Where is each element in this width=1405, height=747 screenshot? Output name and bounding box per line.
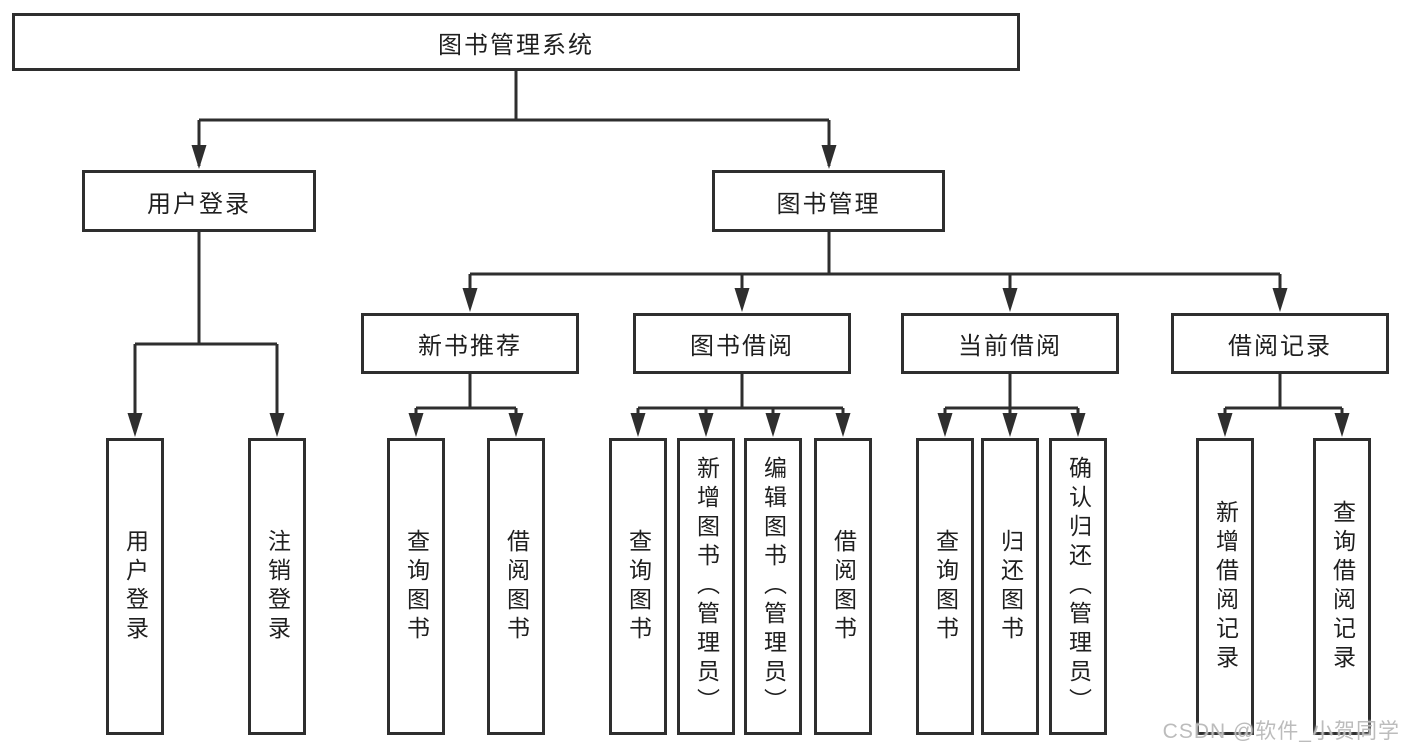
node-leaf-query-book-borrowing: 查询图书 bbox=[609, 438, 667, 735]
node-leaf-user-login-label: 用户登录 bbox=[122, 528, 149, 645]
node-leaf-user-login: 用户登录 bbox=[106, 438, 164, 735]
node-leaf-return-book: 归还图书 bbox=[981, 438, 1039, 735]
node-leaf-query-book-current-label: 查询图书 bbox=[932, 528, 959, 645]
node-leaf-query-borrow-record: 查询借阅记录 bbox=[1313, 438, 1371, 735]
node-book-borrowing: 图书借阅 bbox=[633, 313, 851, 374]
node-current-borrowing: 当前借阅 bbox=[901, 313, 1119, 374]
connector-book-management-children bbox=[462, 232, 1288, 312]
node-system-label: 图书管理系统 bbox=[438, 31, 594, 59]
node-leaf-borrow-book-borrowing-label: 借阅图书 bbox=[830, 528, 857, 645]
node-leaf-query-book-recommend-label: 查询图书 bbox=[403, 528, 430, 645]
node-new-book-recommend: 新书推荐 bbox=[361, 313, 579, 374]
node-leaf-return-book-label: 归还图书 bbox=[997, 528, 1024, 645]
node-system: 图书管理系统 bbox=[12, 13, 1020, 71]
node-borrowing-records: 借阅记录 bbox=[1171, 313, 1389, 374]
node-leaf-confirm-return-admin-label: 确认归还（管理员） bbox=[1065, 456, 1092, 717]
node-leaf-query-borrow-record-label: 查询借阅记录 bbox=[1329, 499, 1356, 674]
node-leaf-add-book-admin: 新增图书（管理员） bbox=[677, 438, 735, 735]
connector-borrowing-records-children bbox=[1217, 374, 1350, 437]
connector-current-borrowing-children bbox=[937, 374, 1086, 437]
node-user-login-label: 用户登录 bbox=[147, 190, 251, 218]
csdn-watermark: CSDN @软件_小贺同学 bbox=[1162, 720, 1400, 743]
node-leaf-logout-label: 注销登录 bbox=[264, 528, 291, 645]
node-leaf-logout: 注销登录 bbox=[248, 438, 306, 735]
node-leaf-edit-book-admin: 编辑图书（管理员） bbox=[744, 438, 802, 735]
node-leaf-add-borrow-record-label: 新增借阅记录 bbox=[1212, 499, 1239, 674]
node-leaf-borrow-book-borrowing: 借阅图书 bbox=[814, 438, 872, 735]
node-leaf-add-borrow-record: 新增借阅记录 bbox=[1196, 438, 1254, 735]
node-user-login: 用户登录 bbox=[82, 170, 316, 232]
node-leaf-query-book-current: 查询图书 bbox=[916, 438, 974, 735]
node-book-borrowing-label: 图书借阅 bbox=[690, 333, 794, 360]
node-leaf-confirm-return-admin: 确认归还（管理员） bbox=[1049, 438, 1107, 735]
node-current-borrowing-label: 当前借阅 bbox=[958, 333, 1062, 360]
node-borrowing-records-label: 借阅记录 bbox=[1228, 333, 1332, 360]
node-leaf-query-book-borrowing-label: 查询图书 bbox=[625, 528, 652, 645]
node-new-book-recommend-label: 新书推荐 bbox=[418, 333, 522, 360]
node-book-management-label: 图书管理 bbox=[776, 190, 881, 218]
node-leaf-add-book-admin-label: 新增图书（管理员） bbox=[693, 456, 720, 717]
connector-new-book-recommend-children bbox=[408, 374, 524, 437]
node-leaf-borrow-book-recommend: 借阅图书 bbox=[487, 438, 545, 735]
connector-root-to-level1 bbox=[191, 71, 837, 169]
connector-book-borrowing-children bbox=[630, 374, 851, 437]
connector-user-login-children bbox=[127, 232, 285, 437]
node-leaf-edit-book-admin-label: 编辑图书（管理员） bbox=[760, 456, 787, 717]
node-book-management: 图书管理 bbox=[712, 170, 945, 232]
node-leaf-query-book-recommend: 查询图书 bbox=[387, 438, 445, 735]
node-leaf-borrow-book-recommend-label: 借阅图书 bbox=[503, 528, 530, 645]
